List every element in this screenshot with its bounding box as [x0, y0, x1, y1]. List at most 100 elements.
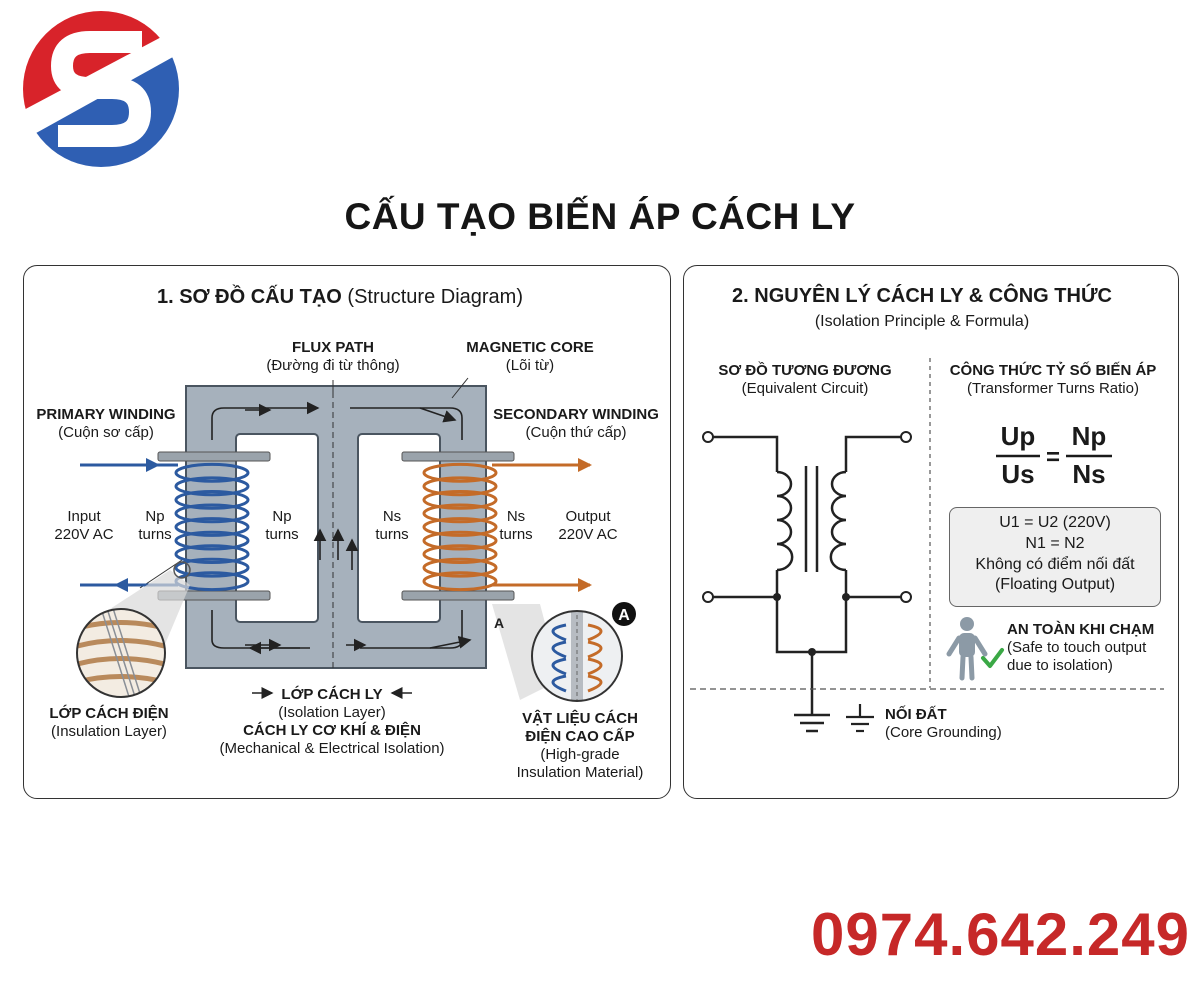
- mech-elec-isolation-sub: (Mechanical & Electrical Isolation): [219, 740, 445, 757]
- insulation-zoom-detail: [77, 609, 165, 697]
- ns-turns-right-label: Ns turns: [499, 508, 532, 544]
- flux-path-label: FLUX PATH (Đường đi từ thông): [266, 339, 399, 375]
- magnetic-core-label: MAGNETIC CORE (Lõi từ): [466, 339, 594, 375]
- condition-turns: N1 = N2: [1025, 534, 1085, 552]
- principle-heading-en: (Isolation Principle & Formula): [814, 313, 1030, 330]
- core-grounding-title: NỐI ĐẤT: [885, 706, 947, 723]
- circuit-terminals: [702, 431, 912, 603]
- formula-us: Us: [1001, 459, 1034, 489]
- ground-symbol-main: [794, 713, 830, 733]
- insulation-layer-sub: (Insulation Layer): [51, 723, 167, 740]
- secondary-coil-turn: [422, 517, 498, 537]
- primary-coil-turn: [174, 530, 250, 551]
- np-right-line2: turns: [265, 526, 299, 543]
- badge-a-label: A: [618, 607, 630, 624]
- flux-path-arrows: [211, 401, 472, 655]
- material-line1: VẬT LIỆU CÁCH: [522, 710, 638, 727]
- primary-coil-turn: [174, 476, 250, 497]
- structure-heading-en: (Structure Diagram): [347, 286, 524, 308]
- magnetic-core-sub: (Lõi từ): [505, 357, 555, 374]
- ns-left-line2: turns: [375, 526, 409, 543]
- company-logo: [23, 11, 179, 167]
- condition-voltage: U1 = U2 (220V): [999, 514, 1111, 531]
- core-window-right: [357, 433, 441, 623]
- formula-ns: Ns: [1072, 459, 1105, 489]
- turns-ratio-label: CÔNG THỨC TỶ SỐ BIẾN ÁP (Transformer Tur…: [950, 362, 1157, 398]
- secondary-wires: [492, 458, 592, 592]
- flux-path-sub: (Đường đi từ thông): [266, 357, 400, 374]
- secondary-winding-label: SECONDARY WINDING (Cuộn thứ cấp): [493, 406, 659, 442]
- primary-coil-turn: [174, 544, 250, 564]
- np-right-line1: Np: [272, 508, 292, 525]
- safe-touch-title: AN TOÀN KHI CHẠM: [1007, 621, 1155, 638]
- material-line4: Insulation Material): [516, 764, 644, 781]
- np-turns-left-label: Np turns: [138, 508, 171, 544]
- isolation-layer-title: LỚP CÁCH LY: [281, 686, 383, 703]
- hotline-phone-number: 0974.642.249: [810, 901, 1190, 968]
- np-left-line2: turns: [138, 526, 172, 543]
- check-icon: [981, 648, 1004, 668]
- material-zoom-detail: [532, 611, 622, 701]
- flux-path-title: FLUX PATH: [292, 339, 374, 356]
- equivalent-circuit-title: SƠ ĐỒ TƯƠNG ĐƯƠNG: [718, 362, 892, 379]
- core-grounding-label: NỐI ĐẤT (Core Grounding): [885, 706, 1002, 742]
- secondary-coil-turn: [422, 571, 498, 592]
- equivalent-primary-coil: [776, 470, 794, 572]
- output-line1: Output: [565, 508, 611, 525]
- ns-turns-left-label: Ns turns: [375, 508, 408, 544]
- secondary-coil-turn: [422, 462, 498, 483]
- primary-winding-title: PRIMARY WINDING: [36, 406, 176, 423]
- formula-np: Np: [1072, 421, 1107, 451]
- circuit-junctions: [773, 593, 850, 656]
- safe-touch-label: AN TOÀN KHI CHẠM (Safe to touch output d…: [1007, 621, 1154, 675]
- secondary-coil-turn: [422, 557, 498, 578]
- equivalent-secondary-coil: [829, 470, 847, 572]
- formula-conditions-text: U1 = U2 (220V) N1 = N2 Không có điểm nối…: [975, 513, 1134, 596]
- magnetic-core: [185, 385, 487, 669]
- secondary-coil-turn: [422, 490, 498, 510]
- isolation-layer-sub: (Isolation Layer): [278, 704, 386, 721]
- principle-heading: 2. NGUYÊN LÝ CÁCH LY & CÔNG THỨC (Isolat…: [732, 284, 1112, 331]
- core-window-left: [235, 433, 319, 623]
- insulation-zoom-target: [173, 561, 191, 579]
- primary-coil: [174, 462, 250, 592]
- material-line3: (High-grade: [540, 746, 620, 763]
- safe-person-icon: [946, 617, 988, 681]
- insulation-layer-title: LỚP CÁCH ĐIỆN: [49, 705, 169, 722]
- primary-coil-turn: [174, 490, 250, 510]
- turns-ratio-title: CÔNG THỨC TỶ SỐ BIẾN ÁP: [949, 362, 1157, 379]
- badge-a-circle: [612, 602, 636, 626]
- page-title: CẤU TẠO BIẾN ÁP CÁCH LY: [344, 196, 856, 237]
- np-left-line1: Np: [145, 508, 165, 525]
- primary-winding-sub: (Cuộn sơ cấp): [58, 424, 154, 441]
- secondary-coil-turn: [422, 544, 498, 564]
- secondary-winding-title: SECONDARY WINDING: [493, 406, 659, 423]
- primary-coil-turn: [174, 557, 250, 578]
- turns-ratio-sub: (Transformer Turns Ratio): [967, 380, 1139, 397]
- structure-heading-vi: 1. SƠ ĐỒ CẤU TẠO: [156, 286, 342, 308]
- secondary-winding-sub: (Cuộn thứ cấp): [525, 424, 627, 441]
- mech-elec-isolation-title: CÁCH LY CƠ KHÍ & ĐIỆN: [243, 722, 421, 739]
- leader-lines: [139, 377, 469, 589]
- equivalent-core-lines: [804, 466, 819, 572]
- logo-s-mark: [51, 31, 151, 147]
- output-label: Output 220V AC: [558, 508, 617, 544]
- primary-coil-turn: [174, 462, 250, 483]
- input-line1: Input: [67, 508, 101, 525]
- ns-left-line1: Ns: [382, 508, 402, 525]
- secondary-coil-turn: [422, 476, 498, 497]
- equivalent-circuit-diagram: Up Us = Np Ns: [690, 358, 1164, 733]
- ns-right-line2: turns: [499, 526, 533, 543]
- secondary-coil: [422, 462, 498, 592]
- safe-touch-line1: (Safe to touch output: [1007, 639, 1147, 656]
- material-zoom-ring: [531, 610, 623, 702]
- formula-up: Up: [1001, 421, 1036, 451]
- input-label: Input 220V AC: [54, 508, 113, 544]
- magnetic-core-title: MAGNETIC CORE: [466, 339, 594, 356]
- safe-touch-line2: due to isolation): [1007, 657, 1113, 674]
- formula-conditions-box: [949, 507, 1161, 607]
- secondary-coil-turn: [422, 530, 498, 551]
- marker-a-label: A: [494, 615, 504, 631]
- principle-heading-vi: 2. NGUYÊN LÝ CÁCH LY & CÔNG THỨC: [732, 285, 1112, 307]
- ground-symbol-core: [846, 704, 874, 733]
